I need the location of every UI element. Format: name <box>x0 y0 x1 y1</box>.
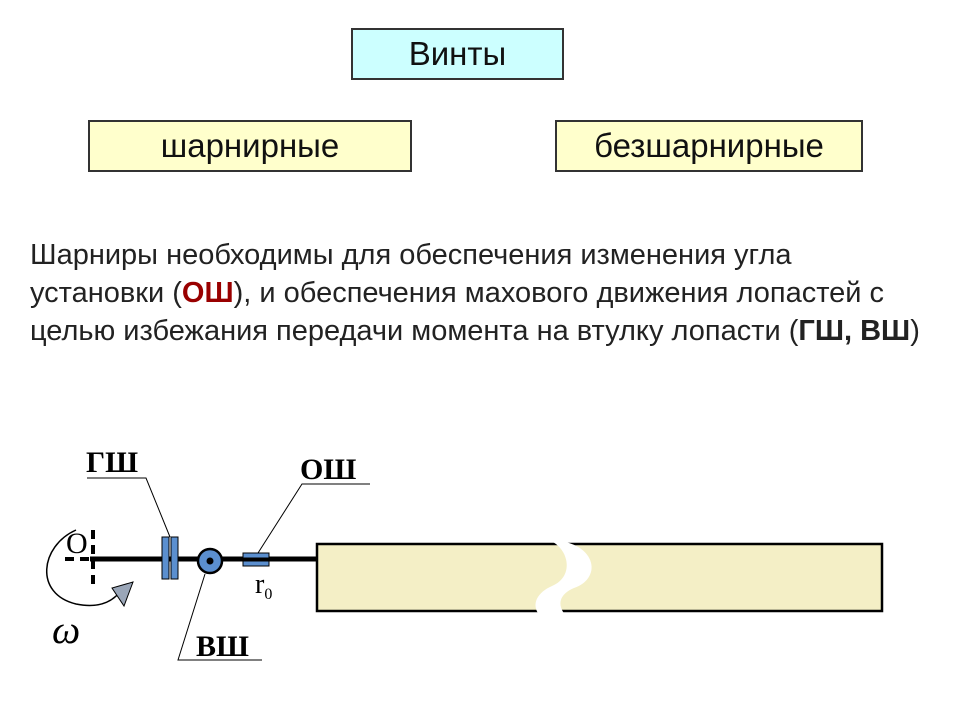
label-vsh: ВШ <box>196 630 249 663</box>
leader-line-osh <box>257 483 370 554</box>
axial-hinge-top <box>242 552 270 559</box>
root-node-propellers: Винты <box>351 28 564 80</box>
label-omega: ω <box>52 607 80 652</box>
blade <box>315 542 884 613</box>
description-part-1: Шарниры необходимы для обеспечения измен… <box>30 239 792 309</box>
horizontal-hinge-plate-left <box>161 536 170 580</box>
axial-hinge-bottom <box>242 560 270 567</box>
description-text: Шарниры необходимы для обеспечения измен… <box>30 236 930 350</box>
rotation-arrow <box>46 529 121 607</box>
label-r-subscript: 0 <box>264 586 272 603</box>
rotation-arrowhead <box>111 581 134 608</box>
node-hingeless: безшарнирные <box>555 120 863 172</box>
label-osh: ОШ <box>300 453 356 486</box>
leader-line-gsh <box>87 477 171 538</box>
rotor-hub-diagram: ГШ ОШ ВШ O r0 ω <box>46 446 884 663</box>
root-node-label: Винты <box>408 35 507 72</box>
description-accent-osh: ОШ <box>181 277 234 309</box>
description-accent-gsh-vsh: ГШ, ВШ <box>798 315 911 347</box>
horizontal-hinge-plate-right <box>170 536 179 580</box>
label-gsh: ГШ <box>86 446 138 479</box>
leader-line-vsh <box>177 573 262 661</box>
label-axis-o: O <box>66 527 88 560</box>
node-hingeless-label: безшарнирные <box>594 127 824 164</box>
label-r0: r0 <box>255 569 272 603</box>
vertical-hinge-center <box>206 557 214 565</box>
node-hinged-label: шарнирные <box>160 127 340 164</box>
node-hinged: шарнирные <box>88 120 412 172</box>
blade-break-gap <box>535 540 592 616</box>
description-part-3: ) <box>910 315 920 347</box>
label-r: r <box>255 569 265 600</box>
description-part-2: ), и обеспечения махового движения лопас… <box>30 277 885 347</box>
